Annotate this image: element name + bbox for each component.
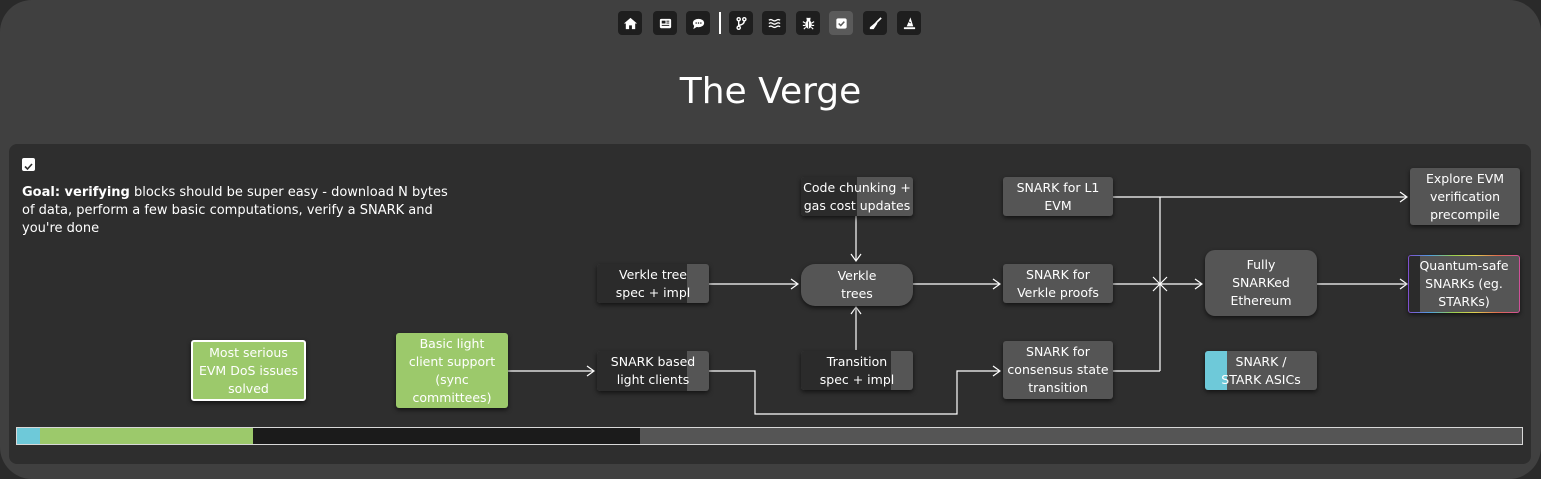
chat-icon xyxy=(692,18,704,29)
goal-label: Goal: verifying xyxy=(22,185,130,200)
checkbox-icon xyxy=(835,17,847,29)
node-explore-evm-precompile[interactable]: Explore EVM verification precompile xyxy=(1410,168,1520,225)
node-transition-spec-progress xyxy=(801,351,891,390)
node-basic-light-client[interactable]: Basic light client support (sync committ… xyxy=(396,333,508,408)
node-snark-l1-evm[interactable]: SNARK for L1 EVM xyxy=(1003,177,1113,216)
node-quantum-safe-snarks-progress xyxy=(1409,256,1420,312)
node-fully-snarked-ethereum[interactable]: Fully SNARKed Ethereum xyxy=(1205,250,1317,316)
nav-news-button[interactable] xyxy=(653,11,677,35)
node-snark-verkle-proofs[interactable]: SNARK for Verkle proofs xyxy=(1003,264,1113,303)
node-verkle-tree-spec[interactable]: Verkle tree spec + impl xyxy=(597,264,709,303)
node-transition-spec[interactable]: Transition spec + impl xyxy=(801,351,913,390)
node-snark-consensus[interactable]: SNARK for consensus state transition xyxy=(1003,341,1113,399)
node-basic-light-client-label: Basic light client support (sync committ… xyxy=(408,335,496,405)
nav-home-button[interactable] xyxy=(618,11,642,35)
node-verkle-tree-spec-progress xyxy=(597,264,687,303)
progress-segment-dark xyxy=(253,428,641,444)
newspaper-icon xyxy=(659,18,671,28)
progress-segment-blue xyxy=(17,428,40,444)
waves-icon xyxy=(767,18,781,28)
node-evm-dos-solved[interactable]: Most serious EVM DoS issues solved xyxy=(191,340,306,401)
node-verkle-trees[interactable]: Verkle trees xyxy=(801,264,913,306)
page-title: The Verge xyxy=(679,71,862,112)
node-code-chunking-label: Code chunking + gas cost updates xyxy=(803,179,911,213)
branch-icon xyxy=(735,16,747,30)
node-verkle-trees-label: Verkle trees xyxy=(837,268,877,301)
node-code-chunking[interactable]: Code chunking + gas cost updates xyxy=(801,177,913,216)
node-snark-light-clients[interactable]: SNARK based light clients xyxy=(597,351,709,391)
node-snark-verkle-proofs-label: SNARK for Verkle proofs xyxy=(1017,266,1099,300)
node-snark-consensus-label: SNARK for consensus state transition xyxy=(1007,344,1109,395)
node-snark-light-clients-progress xyxy=(597,351,687,391)
progress-segment-green xyxy=(39,428,254,444)
roadmap-panel: Goal: verifying blocks should be super e… xyxy=(9,144,1531,464)
node-snark-stark-asics-label: SNARK / STARK ASICs xyxy=(1221,353,1301,387)
node-snark-stark-asics-progress xyxy=(1205,351,1228,390)
node-code-chunking-progress xyxy=(801,177,857,216)
nav-splurge-button[interactable] xyxy=(897,11,921,35)
progress-segment-grey xyxy=(640,428,1522,444)
node-snark-l1-evm-label: SNARK for L1 EVM xyxy=(1016,179,1100,213)
goal-text: Goal: verifying blocks should be super e… xyxy=(22,184,452,238)
node-verkle-tree-spec-label: Verkle tree spec + impl xyxy=(615,266,691,300)
node-snark-stark-asics[interactable]: SNARK / STARK ASICs xyxy=(1205,351,1317,390)
nav-scourge-button[interactable] xyxy=(796,11,820,35)
toolbar-separator xyxy=(719,12,721,34)
node-snark-light-clients-label: SNARK based light clients xyxy=(610,354,696,387)
nav-chat-button[interactable] xyxy=(686,11,710,35)
nav-verge-button[interactable] xyxy=(829,11,853,35)
edge-snark-light-to-snark-consensus xyxy=(709,370,999,415)
home-icon xyxy=(623,17,637,29)
overall-progress-bar xyxy=(16,427,1523,445)
goal-description: blocks should be super easy - download N… xyxy=(22,185,448,236)
broom-icon xyxy=(869,16,882,29)
nav-purge-button[interactable] xyxy=(863,11,887,35)
dependency-arrows xyxy=(508,191,1409,415)
node-quantum-safe-snarks[interactable]: Quantum-safe SNARKs (eg. STARKs) xyxy=(1408,255,1520,313)
bug-icon xyxy=(802,16,814,30)
checkbox-icon xyxy=(22,158,35,171)
nav-merge-button[interactable] xyxy=(729,11,753,35)
nav-surge-button[interactable] xyxy=(762,11,786,35)
wizard-hat-icon xyxy=(903,16,915,29)
node-explore-evm-precompile-label: Explore EVM verification precompile xyxy=(1425,170,1505,222)
node-fully-snarked-ethereum-label: Fully SNARKed Ethereum xyxy=(1230,257,1292,308)
node-evm-dos-solved-label: Most serious EVM DoS issues solved xyxy=(198,344,298,396)
node-transition-spec-label: Transition spec + impl xyxy=(819,353,895,387)
node-quantum-safe-snarks-label: Quantum-safe SNARKs (eg. STARKs) xyxy=(1419,258,1509,309)
